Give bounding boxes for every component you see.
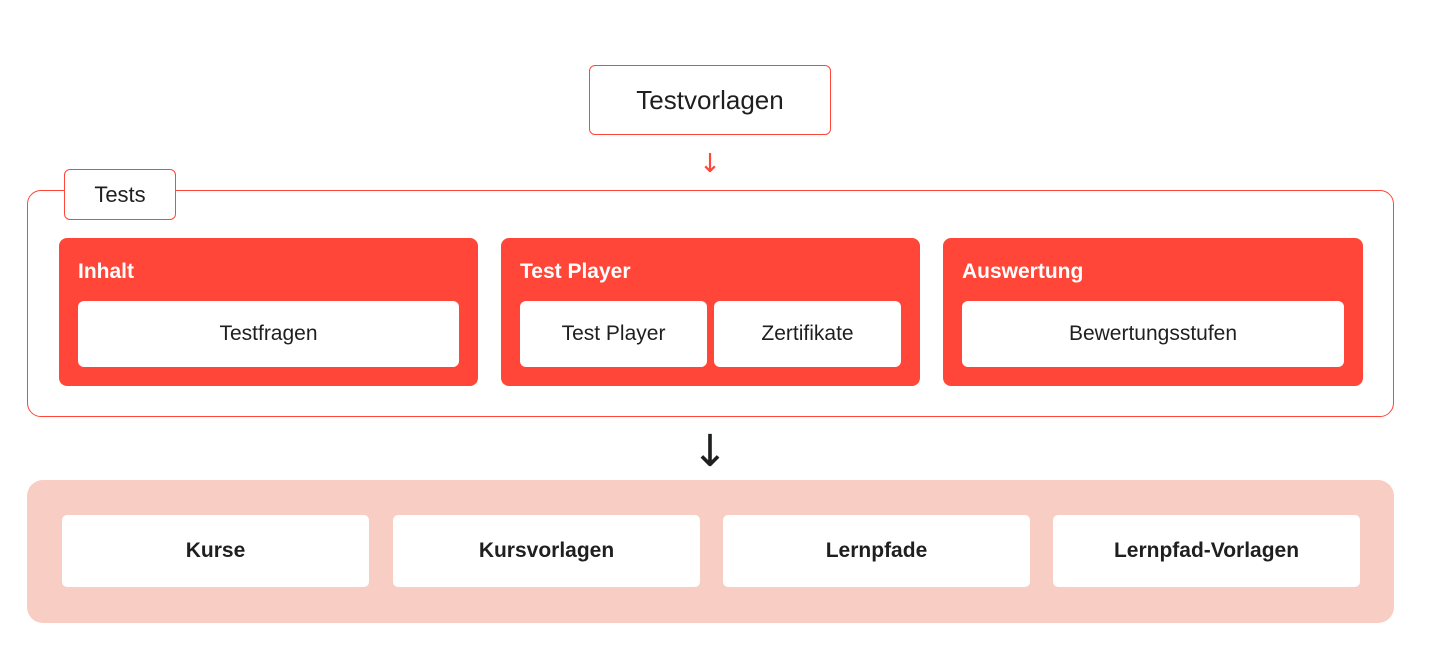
item-lernpfad-vorlagen: Lernpfad-Vorlagen <box>1053 515 1360 587</box>
testvorlagen-label: Testvorlagen <box>636 84 784 115</box>
chip-test-player: Test Player <box>520 301 707 367</box>
group-test-player: Test Player Test Player Zertifikate <box>501 238 920 386</box>
tests-tab: Tests <box>64 169 176 220</box>
group-title-test-player: Test Player <box>520 260 631 283</box>
item-lernpfade: Lernpfade <box>723 515 1030 587</box>
testvorlagen-box: Testvorlagen <box>589 65 831 135</box>
group-inhalt: Inhalt Testfragen <box>59 238 478 386</box>
tests-label: Tests <box>94 181 146 207</box>
arrow-down-icon: ↓ <box>699 149 721 179</box>
tests-frame <box>27 190 1394 417</box>
group-title-inhalt: Inhalt <box>78 260 134 283</box>
arrow-down-icon: ↓ <box>691 426 729 477</box>
item-kurse: Kurse <box>62 515 369 587</box>
chip-zertifikate: Zertifikate <box>714 301 901 367</box>
group-auswertung: Auswertung Bewertungsstufen <box>943 238 1363 386</box>
chip-testfragen: Testfragen <box>78 301 459 367</box>
group-title-auswertung: Auswertung <box>962 260 1084 283</box>
item-kursvorlagen: Kursvorlagen <box>393 515 700 587</box>
bottom-panel: Kurse Kursvorlagen Lernpfade Lernpfad-Vo… <box>27 480 1394 623</box>
chip-bewertungsstufen: Bewertungsstufen <box>962 301 1344 367</box>
